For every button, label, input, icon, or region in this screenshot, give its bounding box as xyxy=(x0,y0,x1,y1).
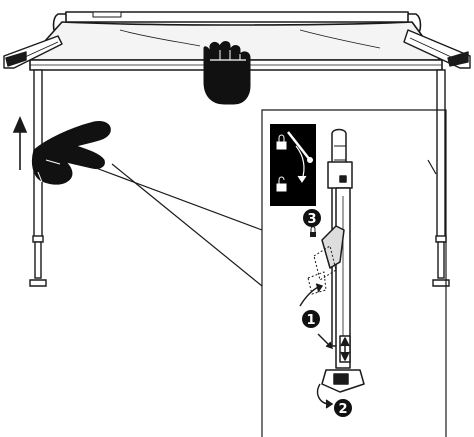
step-number-1: 1 xyxy=(306,313,315,328)
step-number-3: 3 xyxy=(307,212,316,227)
hand-lift-icon xyxy=(31,121,111,185)
step-number-2: 2 xyxy=(338,402,347,417)
arrow-up-icon xyxy=(12,115,28,170)
lock-closed-icon xyxy=(276,134,287,150)
extension-leg-detail xyxy=(307,128,365,393)
left-support-arm xyxy=(3,35,63,69)
lock-diagram-panel xyxy=(270,124,316,206)
lock-open-icon xyxy=(276,176,287,192)
right-support-arm xyxy=(403,29,471,69)
right-leg xyxy=(427,69,450,287)
step-badge-2: 2 xyxy=(334,399,352,417)
hand-grip-icon xyxy=(203,41,251,105)
motion-arrows xyxy=(299,283,334,409)
lock-small-icon xyxy=(310,226,316,237)
step-badge-3: 3 xyxy=(303,209,321,237)
step-badge-1: 1 xyxy=(302,310,320,328)
zoom-callout-lines xyxy=(95,109,447,437)
